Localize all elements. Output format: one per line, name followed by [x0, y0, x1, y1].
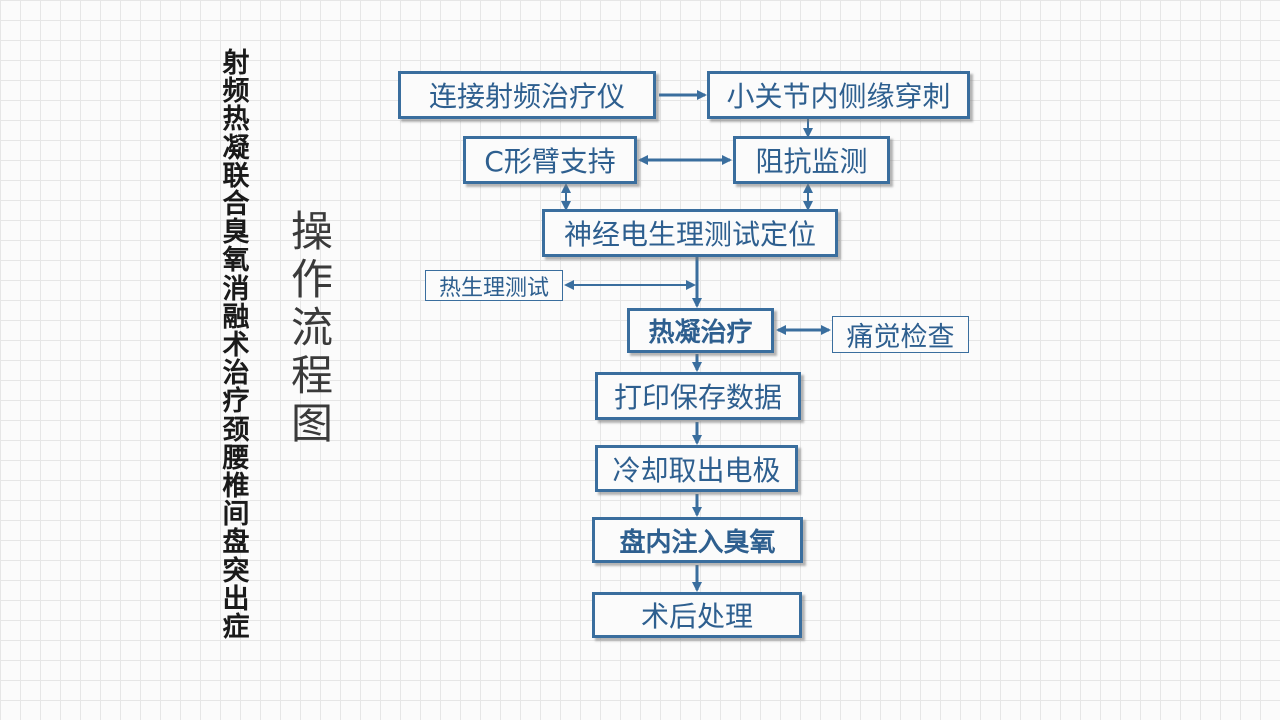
node-c-arm-support: C形臂支持: [463, 136, 637, 184]
node-thermo-physiology-test: 热生理测试: [425, 270, 563, 301]
node-intradiscal-ozone: 盘内注入臭氧: [592, 517, 803, 563]
node-connect-rf-device: 连接射频治疗仪: [398, 71, 656, 119]
vertical-main-title: 射频热凝联合臭氧消融术治疗颈腰椎间盘突出症: [222, 48, 250, 644]
node-postop-care: 术后处理: [592, 592, 802, 638]
node-facet-puncture: 小关节内侧缘穿刺: [707, 71, 970, 119]
node-impedance-monitoring: 阻抗监测: [733, 136, 890, 184]
node-cool-remove-electrode: 冷却取出电极: [595, 445, 798, 492]
vertical-subtitle: 操作流程图: [290, 207, 333, 448]
node-thermocoagulation: 热凝治疗: [627, 308, 774, 353]
node-pain-check: 痛觉检查: [832, 316, 969, 353]
node-print-save-data: 打印保存数据: [595, 372, 801, 420]
node-neuro-electrophysiology-test: 神经电生理测试定位: [542, 209, 838, 257]
